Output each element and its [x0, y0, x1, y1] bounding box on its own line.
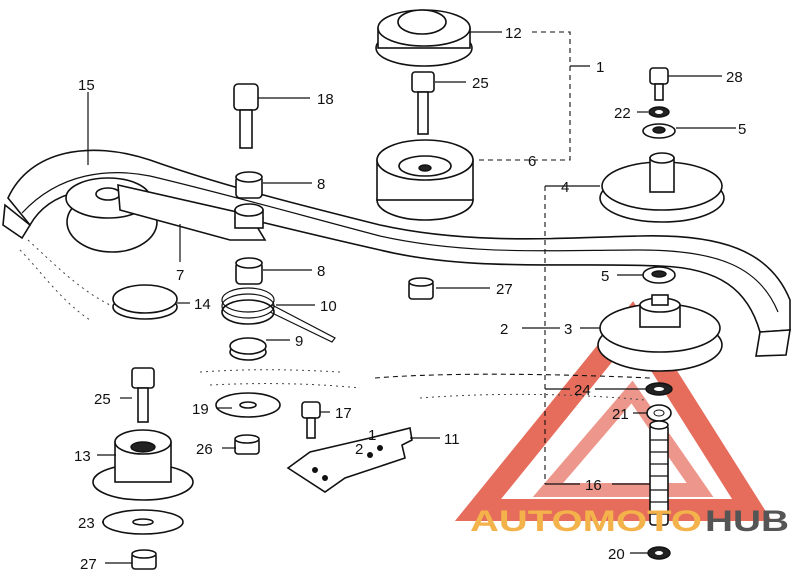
- collar-8-upper: [235, 171, 263, 199]
- callout-4: 4: [561, 179, 569, 196]
- bolt-25-left: [131, 367, 155, 423]
- callout-7: 7: [176, 267, 184, 284]
- callout-28: 28: [726, 69, 743, 86]
- callout-16: 16: [585, 477, 602, 494]
- plate-11: 2 1: [286, 427, 413, 493]
- callout-21: 21: [612, 406, 629, 423]
- callout-5-lower: 5: [601, 268, 609, 285]
- pulley-6: [376, 139, 474, 221]
- callout-3: 3: [564, 321, 572, 338]
- callout-26: 26: [196, 441, 213, 458]
- left-pulley: [65, 177, 267, 253]
- washer-19: [215, 392, 281, 418]
- callout-10: 10: [320, 298, 337, 315]
- bushing-9: [229, 337, 267, 361]
- bolt-28: [649, 67, 669, 101]
- callout-2: 2: [500, 321, 508, 338]
- callout-1: 1: [596, 59, 604, 76]
- callout-15: 15: [78, 77, 95, 94]
- callout-25-left: 25: [94, 391, 111, 408]
- callout-20: 20: [608, 546, 625, 563]
- washer-24: [645, 382, 673, 396]
- callout-5-upper: 5: [738, 121, 746, 138]
- bolt-17: [301, 401, 321, 439]
- callout-19: 19: [192, 401, 209, 418]
- pulley-12: [375, 9, 473, 67]
- callout-27-bottom: 27: [80, 556, 97, 573]
- callout-25-top: 25: [472, 75, 489, 92]
- callout-8-lower: 8: [317, 263, 325, 280]
- callout-13: 13: [74, 448, 91, 465]
- plate-mark-1: 1: [368, 427, 376, 444]
- pulley-4: [599, 152, 725, 223]
- callout-6: 6: [528, 153, 536, 170]
- pulley-3: [597, 294, 723, 372]
- bolt-18: [233, 83, 259, 149]
- callout-22: 22: [614, 105, 631, 122]
- callout-9: 9: [295, 333, 303, 350]
- belt-path-lines: [199, 369, 651, 401]
- callout-24: 24: [574, 382, 591, 399]
- cap-14: [112, 284, 178, 320]
- watermark-text: AUTOMOTO HUB: [470, 505, 789, 538]
- washer-20: [647, 546, 671, 560]
- nut-27-bottom: [131, 549, 157, 570]
- callout-18: 18: [317, 91, 334, 108]
- leader-lines: [87, 31, 736, 564]
- callout-12: 12: [505, 25, 522, 42]
- callout-labels: 1 2 3 4 5 5 6 7 8 8 9 10 11 12 13 14 15 …: [74, 25, 746, 573]
- washer-5-lower: [642, 266, 676, 284]
- callout-17: 17: [335, 405, 352, 422]
- callout-8-upper: 8: [317, 176, 325, 193]
- washer-22: [648, 106, 670, 118]
- spring-10: [221, 287, 336, 343]
- watermark-word-hub: HUB: [705, 505, 789, 538]
- callout-27-middle: 27: [496, 281, 513, 298]
- collar-8-lower: [235, 257, 263, 285]
- callout-14: 14: [194, 296, 211, 313]
- callout-11: 11: [444, 431, 460, 448]
- pulley-13: [92, 429, 194, 501]
- washer-21: [646, 404, 672, 422]
- washer-5-upper: [642, 123, 676, 139]
- shaft-16: [649, 420, 669, 526]
- plate-mark-2: 2: [355, 441, 363, 458]
- callout-23: 23: [78, 515, 95, 532]
- watermark-word-automoto: AUTOMOTO: [470, 505, 702, 538]
- nut-27-middle: [408, 277, 434, 300]
- bolt-25-top: [411, 71, 435, 135]
- washer-23: [102, 509, 184, 535]
- nut-26: [234, 434, 260, 455]
